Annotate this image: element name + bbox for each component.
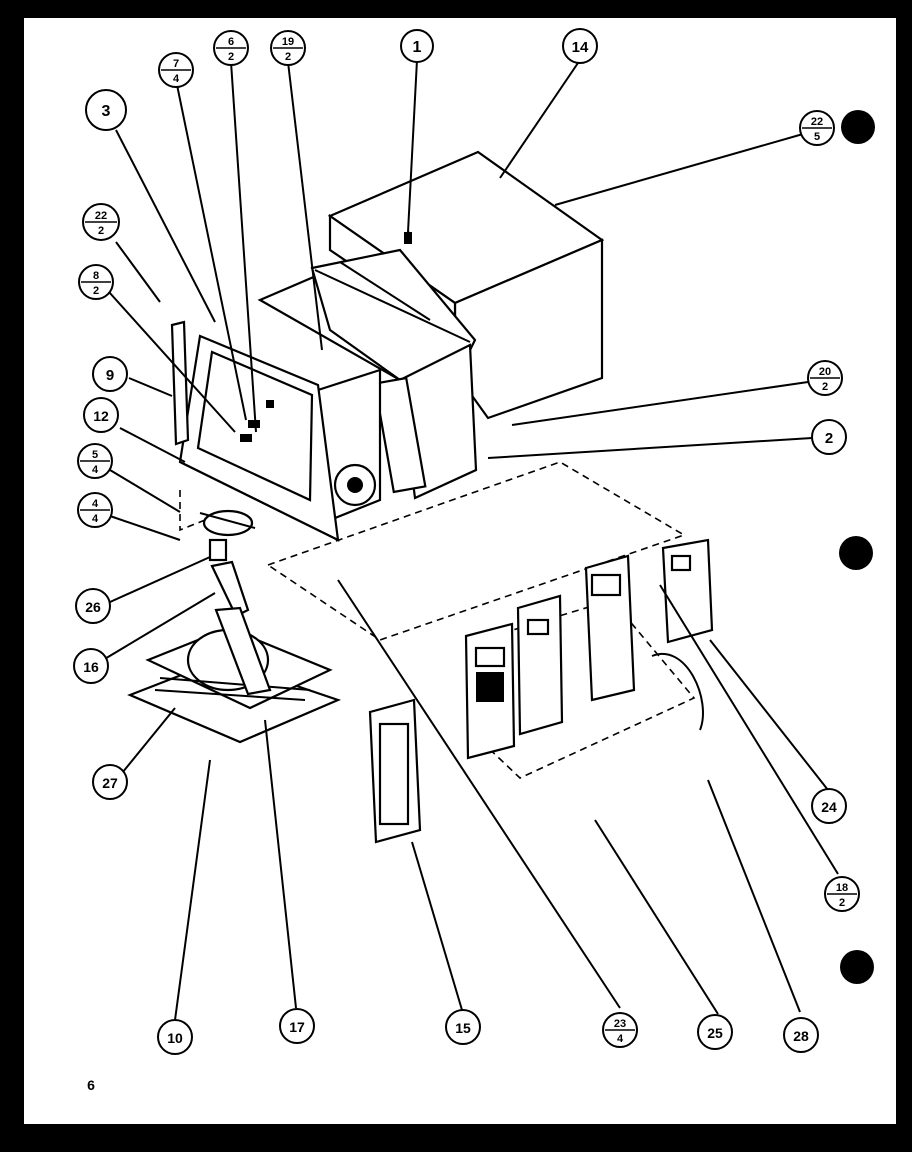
callout-12: 12 — [83, 397, 119, 433]
callout-7-4-bottom: 4 — [173, 73, 180, 85]
callout-1-label: 1 — [413, 39, 422, 56]
side-trim-strip — [170, 320, 190, 446]
binder-hole-top — [841, 110, 875, 144]
callout-18-2-top: 18 — [836, 882, 848, 894]
callout-20-2: 20 2 — [807, 360, 843, 396]
callout-24-label: 24 — [821, 799, 837, 815]
callout-6-2: 6 2 — [213, 30, 249, 66]
callout-7-4-top: 7 — [173, 58, 179, 70]
callout-22-5-bottom: 5 — [814, 131, 820, 143]
callout-5-4-top: 5 — [92, 449, 98, 461]
callout-19-2: 19 2 — [270, 30, 306, 66]
stirrer-motor-assembly — [199, 509, 256, 562]
callout-24: 24 — [811, 788, 847, 824]
callout-5-4-bottom: 4 — [92, 464, 99, 476]
callout-27-label: 27 — [102, 775, 118, 791]
callout-9: 9 — [92, 356, 128, 392]
base-dashed-outline — [179, 461, 686, 641]
callout-28-label: 28 — [793, 1028, 809, 1044]
callout-10: 10 — [157, 1019, 193, 1055]
outer-cabinet-wrapper — [327, 150, 605, 420]
callout-9-label: 9 — [106, 367, 114, 384]
callout-23-4-bottom: 4 — [617, 1033, 624, 1045]
callout-18-2-bottom: 2 — [839, 897, 845, 909]
callout-22-2: 22 2 — [82, 203, 120, 241]
callout-26-label: 26 — [85, 599, 101, 615]
callout-10-label: 10 — [167, 1030, 183, 1046]
callout-14: 14 — [562, 28, 598, 64]
page-number: 6 — [87, 1077, 95, 1093]
callout-23-4-top: 23 — [614, 1018, 626, 1030]
callout-3-label: 3 — [102, 103, 111, 120]
callout-20-2-bottom: 2 — [822, 381, 828, 393]
callout-8-2: 8 2 — [78, 264, 114, 300]
binder-hole-middle — [839, 536, 873, 570]
callout-19-2-bottom: 2 — [285, 51, 291, 63]
callout-6-2-bottom: 2 — [228, 51, 234, 63]
callout-3: 3 — [85, 89, 127, 131]
callout-4-4: 4 4 — [77, 492, 113, 528]
callout-17-label: 17 — [289, 1019, 305, 1035]
callout-4-4-top: 4 — [92, 498, 99, 510]
oven-cavity-assembly — [257, 232, 478, 522]
base-plate-assembly — [127, 606, 342, 744]
control-panel-assembly — [368, 538, 714, 844]
callout-28: 28 — [783, 1017, 819, 1053]
binder-hole-bottom — [840, 950, 874, 984]
callout-16-label: 16 — [83, 659, 99, 675]
callout-15-label: 15 — [455, 1020, 471, 1036]
callout-25: 25 — [697, 1014, 733, 1050]
callout-22-5-top: 22 — [811, 116, 823, 128]
callout-1: 1 — [400, 29, 434, 63]
callout-6-2-top: 6 — [228, 36, 234, 48]
callout-17: 17 — [279, 1008, 315, 1044]
air-duct-part — [210, 560, 250, 618]
callout-8-2-top: 8 — [93, 270, 99, 282]
callout-20-2-top: 20 — [819, 366, 831, 378]
callout-23-4: 23 4 — [602, 1012, 638, 1048]
leader-lines — [102, 59, 839, 1021]
callout-5-4: 5 4 — [77, 443, 113, 479]
callout-14-label: 14 — [572, 39, 589, 56]
callout-2-label: 2 — [825, 430, 833, 447]
callout-2: 2 — [811, 419, 847, 455]
callout-22-5: 22 5 — [799, 110, 835, 146]
callout-8-2-bottom: 2 — [93, 285, 99, 297]
callout-7-4: 7 4 — [158, 52, 194, 88]
callout-22-2-bottom: 2 — [98, 225, 104, 237]
callout-4-4-bottom: 4 — [92, 513, 99, 525]
callout-27: 27 — [92, 764, 128, 800]
callout-19-2-top: 19 — [282, 36, 294, 48]
callout-25-label: 25 — [707, 1025, 723, 1041]
callout-16: 16 — [73, 648, 109, 684]
callout-22-2-top: 22 — [95, 210, 107, 222]
callout-18-2: 18 2 — [824, 876, 860, 912]
callout-26: 26 — [75, 588, 111, 624]
callout-12-label: 12 — [93, 408, 109, 424]
callout-15: 15 — [445, 1009, 481, 1045]
